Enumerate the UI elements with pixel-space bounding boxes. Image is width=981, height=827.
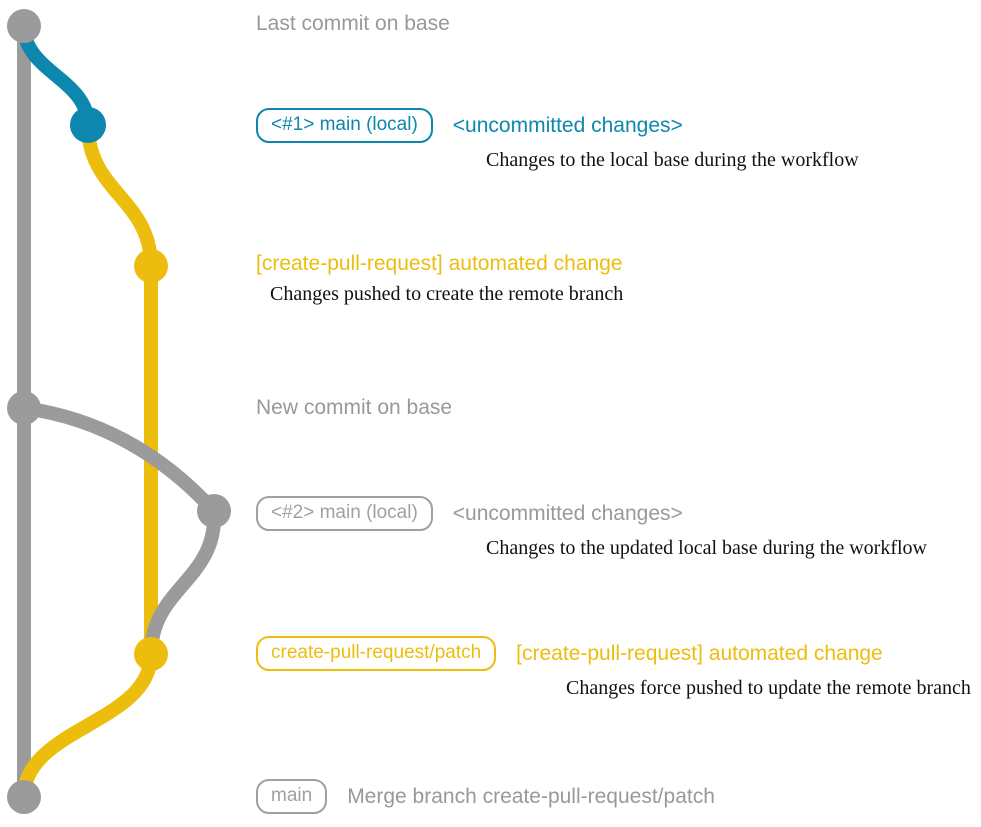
ref-badge-main[interactable]: main (256, 779, 333, 814)
edge-basenew-to-local2 (17, 401, 221, 518)
edge-local2-to-remote2 (144, 504, 222, 661)
commit-subject: <uncommitted changes> (452, 501, 683, 525)
edge-local1-to-remote1 (81, 118, 158, 273)
edge-remote2-to-merge (17, 647, 158, 804)
commit-row-last-commit-on-base: Last commit on base (256, 12, 450, 36)
commit-subject: New commit on base (256, 396, 453, 419)
commit-subject: <uncommitted changes> (452, 113, 683, 137)
ref-badge-create-pull-request-patch[interactable]: create-pull-request/patch (256, 636, 502, 671)
commit-graph (7, 9, 231, 814)
commit-row-remote-commit-2: create-pull-request/patch [create-pull-r… (256, 636, 971, 700)
commit-description: Changes pushed to create the remote bran… (270, 283, 624, 305)
commit-node-base-new[interactable] (7, 391, 41, 425)
commit-row-remote-commit-1: [create-pull-request] automated change C… (256, 252, 623, 306)
commit-row-new-commit-on-base: New commit on base (256, 396, 452, 420)
ref-badge-main-local-2[interactable]: <#2> main (local) (256, 496, 438, 531)
commit-node-base-merge[interactable] (7, 780, 41, 814)
commit-row-merge-commit: main Merge branch create-pull-request/pa… (256, 779, 715, 814)
commit-description: Changes force pushed to update the remot… (566, 677, 971, 699)
commit-subject: Merge branch create-pull-request/patch (347, 784, 715, 808)
commit-description: Changes to the updated local base during… (486, 537, 927, 559)
commit-node-base-last[interactable] (7, 9, 41, 43)
ref-badge-main-local-1[interactable]: <#1> main (local) (256, 108, 438, 143)
commit-subject: [create-pull-request] automated change (516, 641, 883, 665)
commit-subject: [create-pull-request] automated change (256, 252, 623, 275)
commit-subject: Last commit on base (256, 12, 450, 35)
commit-row-local-commit-1: <#1> main (local) <uncommitted changes> … (256, 108, 859, 172)
commit-row-local-commit-2: <#2> main (local) <uncommitted changes> … (256, 496, 927, 560)
commit-description: Changes to the local base during the wor… (486, 149, 859, 171)
commit-node-local-2[interactable] (197, 494, 231, 528)
commit-node-remote-1[interactable] (134, 249, 168, 283)
commit-node-local-1[interactable] (70, 107, 106, 143)
commit-node-remote-2[interactable] (134, 637, 168, 671)
